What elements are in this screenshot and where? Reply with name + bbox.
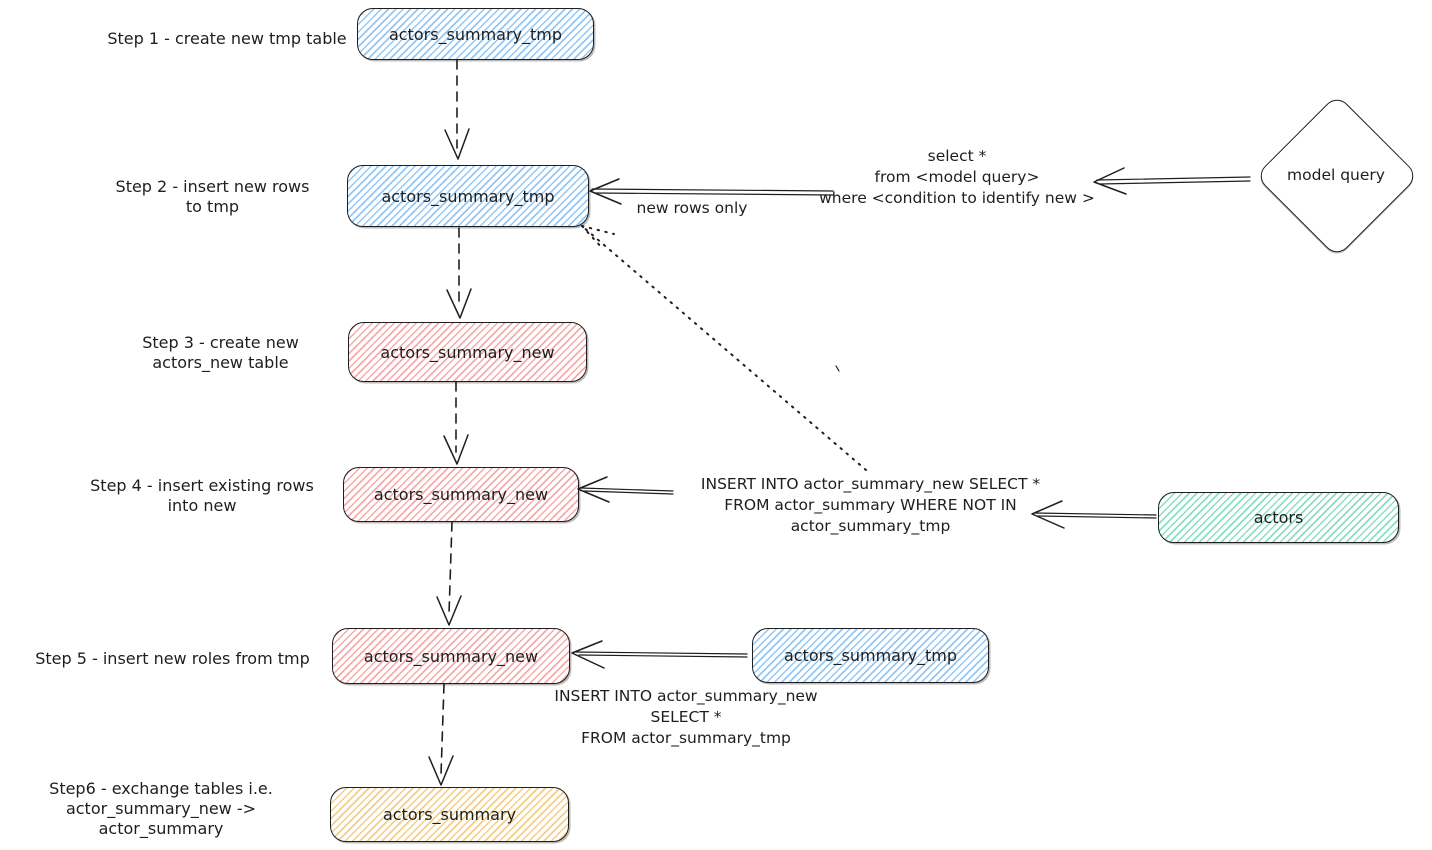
- step2-label: Step 2 - insert new rows to tmp: [115, 177, 310, 216]
- node-step4-actors-summary-new[interactable]: actors_summary_new: [343, 467, 579, 522]
- arrow-step1-to-step2: [444, 59, 470, 160]
- arrow-dotted-sql-to-tmp: [581, 225, 867, 471]
- node-step3-actors-summary-new[interactable]: actors_summary_new: [348, 322, 587, 382]
- step3-label: Step 3 - create new actors_new table: [142, 333, 299, 372]
- step5-label: Step 5 - insert new roles from tmp: [35, 649, 310, 668]
- node-step1-actors-summary-tmp[interactable]: actors_summary_tmp: [357, 8, 594, 60]
- node-step2-actors-summary-tmp[interactable]: actors_summary_tmp: [347, 165, 589, 227]
- step1-label: Step 1 - create new tmp table: [107, 29, 347, 48]
- stray-mark: [835, 365, 840, 372]
- arrow-step3-to-step4: [443, 381, 469, 465]
- new-rows-only-label: new rows only: [636, 199, 748, 217]
- node-step5-actors-summary-new[interactable]: actors_summary_new: [332, 628, 570, 684]
- node-tmp-source[interactable]: actors_summary_tmp: [752, 628, 989, 683]
- arrow-tmp-source-into-step5: [571, 640, 748, 669]
- node-actors-source[interactable]: actors: [1158, 492, 1399, 543]
- insert-existing-annotation: INSERT INTO actor_summary_new SELECT * F…: [700, 475, 1041, 535]
- arrow-model-query-to-select-text: [1093, 167, 1251, 195]
- arrow-step2-to-step3: [446, 227, 472, 319]
- arrow-step5-to-step6: [428, 683, 454, 786]
- step4-label: Step 4 - insert existing rows into new: [90, 476, 314, 515]
- select-query-annotation: select * from <model query> where <condi…: [819, 147, 1095, 207]
- step6-label: Step6 - exchange tables i.e. actor_summa…: [49, 779, 273, 838]
- arrow-insert-existing-into-step4: [577, 476, 674, 503]
- node-step6-actors-summary[interactable]: actors_summary: [330, 787, 569, 842]
- insert-new-annotation: INSERT INTO actor_summary_new SELECT * F…: [554, 687, 818, 747]
- model-query-label: model query: [1287, 166, 1385, 184]
- arrow-step4-to-step5: [436, 521, 462, 626]
